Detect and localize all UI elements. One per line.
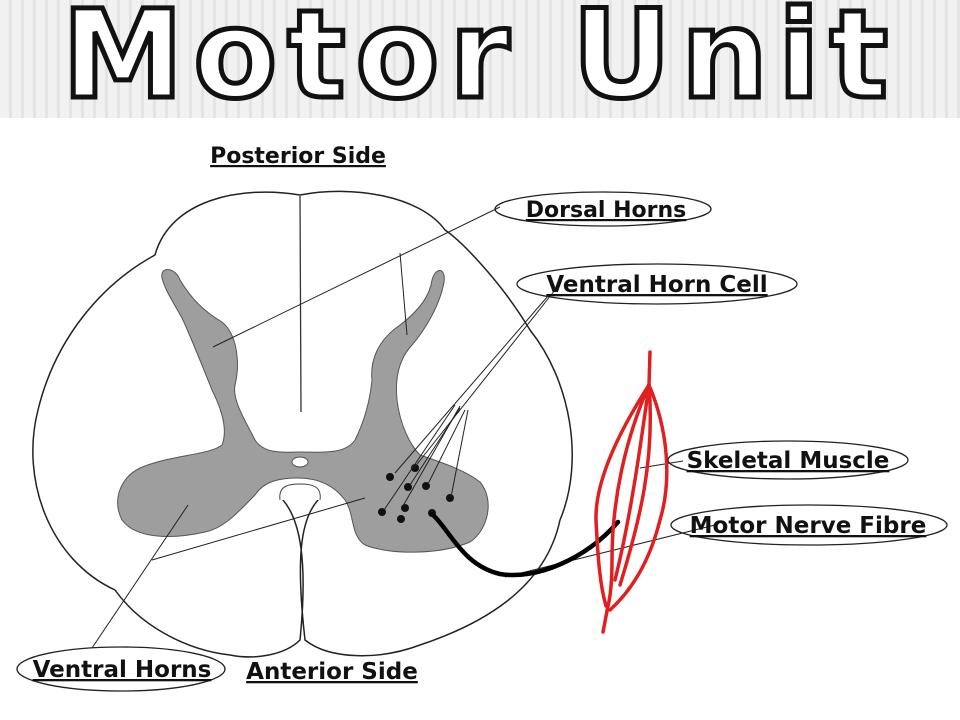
- label-skeletal-muscle: Skeletal Muscle: [687, 448, 890, 474]
- dorsal-horns-ellipse: [494, 191, 712, 227]
- motor-nerve-fibre-ellipse: [670, 504, 948, 546]
- ventral-horns-ellipse: [16, 646, 226, 692]
- label-motor-nerve-fibre: Motor Nerve Fibre: [690, 513, 927, 539]
- leader-lines: [91, 206, 716, 649]
- skeletal-muscle-ellipse: [667, 440, 909, 480]
- grey-matter: [117, 269, 489, 553]
- skeletal-muscle: [594, 350, 669, 634]
- header-band: [0, 0, 960, 118]
- label-posterior-side: Posterior Side: [210, 144, 386, 169]
- central-canal: [291, 456, 309, 468]
- label-dorsal-horns: Dorsal Horns: [526, 198, 687, 223]
- anterior-fissure: [279, 483, 321, 501]
- neuron-cell: [446, 494, 454, 502]
- neuron-cell: [401, 504, 409, 512]
- label-ventral-horns: Ventral Horns: [33, 657, 212, 683]
- label-anterior-side: Anterior Side: [246, 659, 418, 685]
- neuron-cell: [397, 515, 405, 523]
- ventral-horn-cell-ellipse: [516, 263, 798, 305]
- slide-title: Motor Unit: [59, 0, 899, 126]
- neuron-cell: [411, 464, 419, 472]
- motor-nerve-fibre: [429, 511, 621, 578]
- white-matter-outline: [32, 190, 573, 658]
- neuron-cell: [386, 473, 394, 481]
- label-ventral-horn-cell: Ventral Horn Cell: [546, 272, 767, 298]
